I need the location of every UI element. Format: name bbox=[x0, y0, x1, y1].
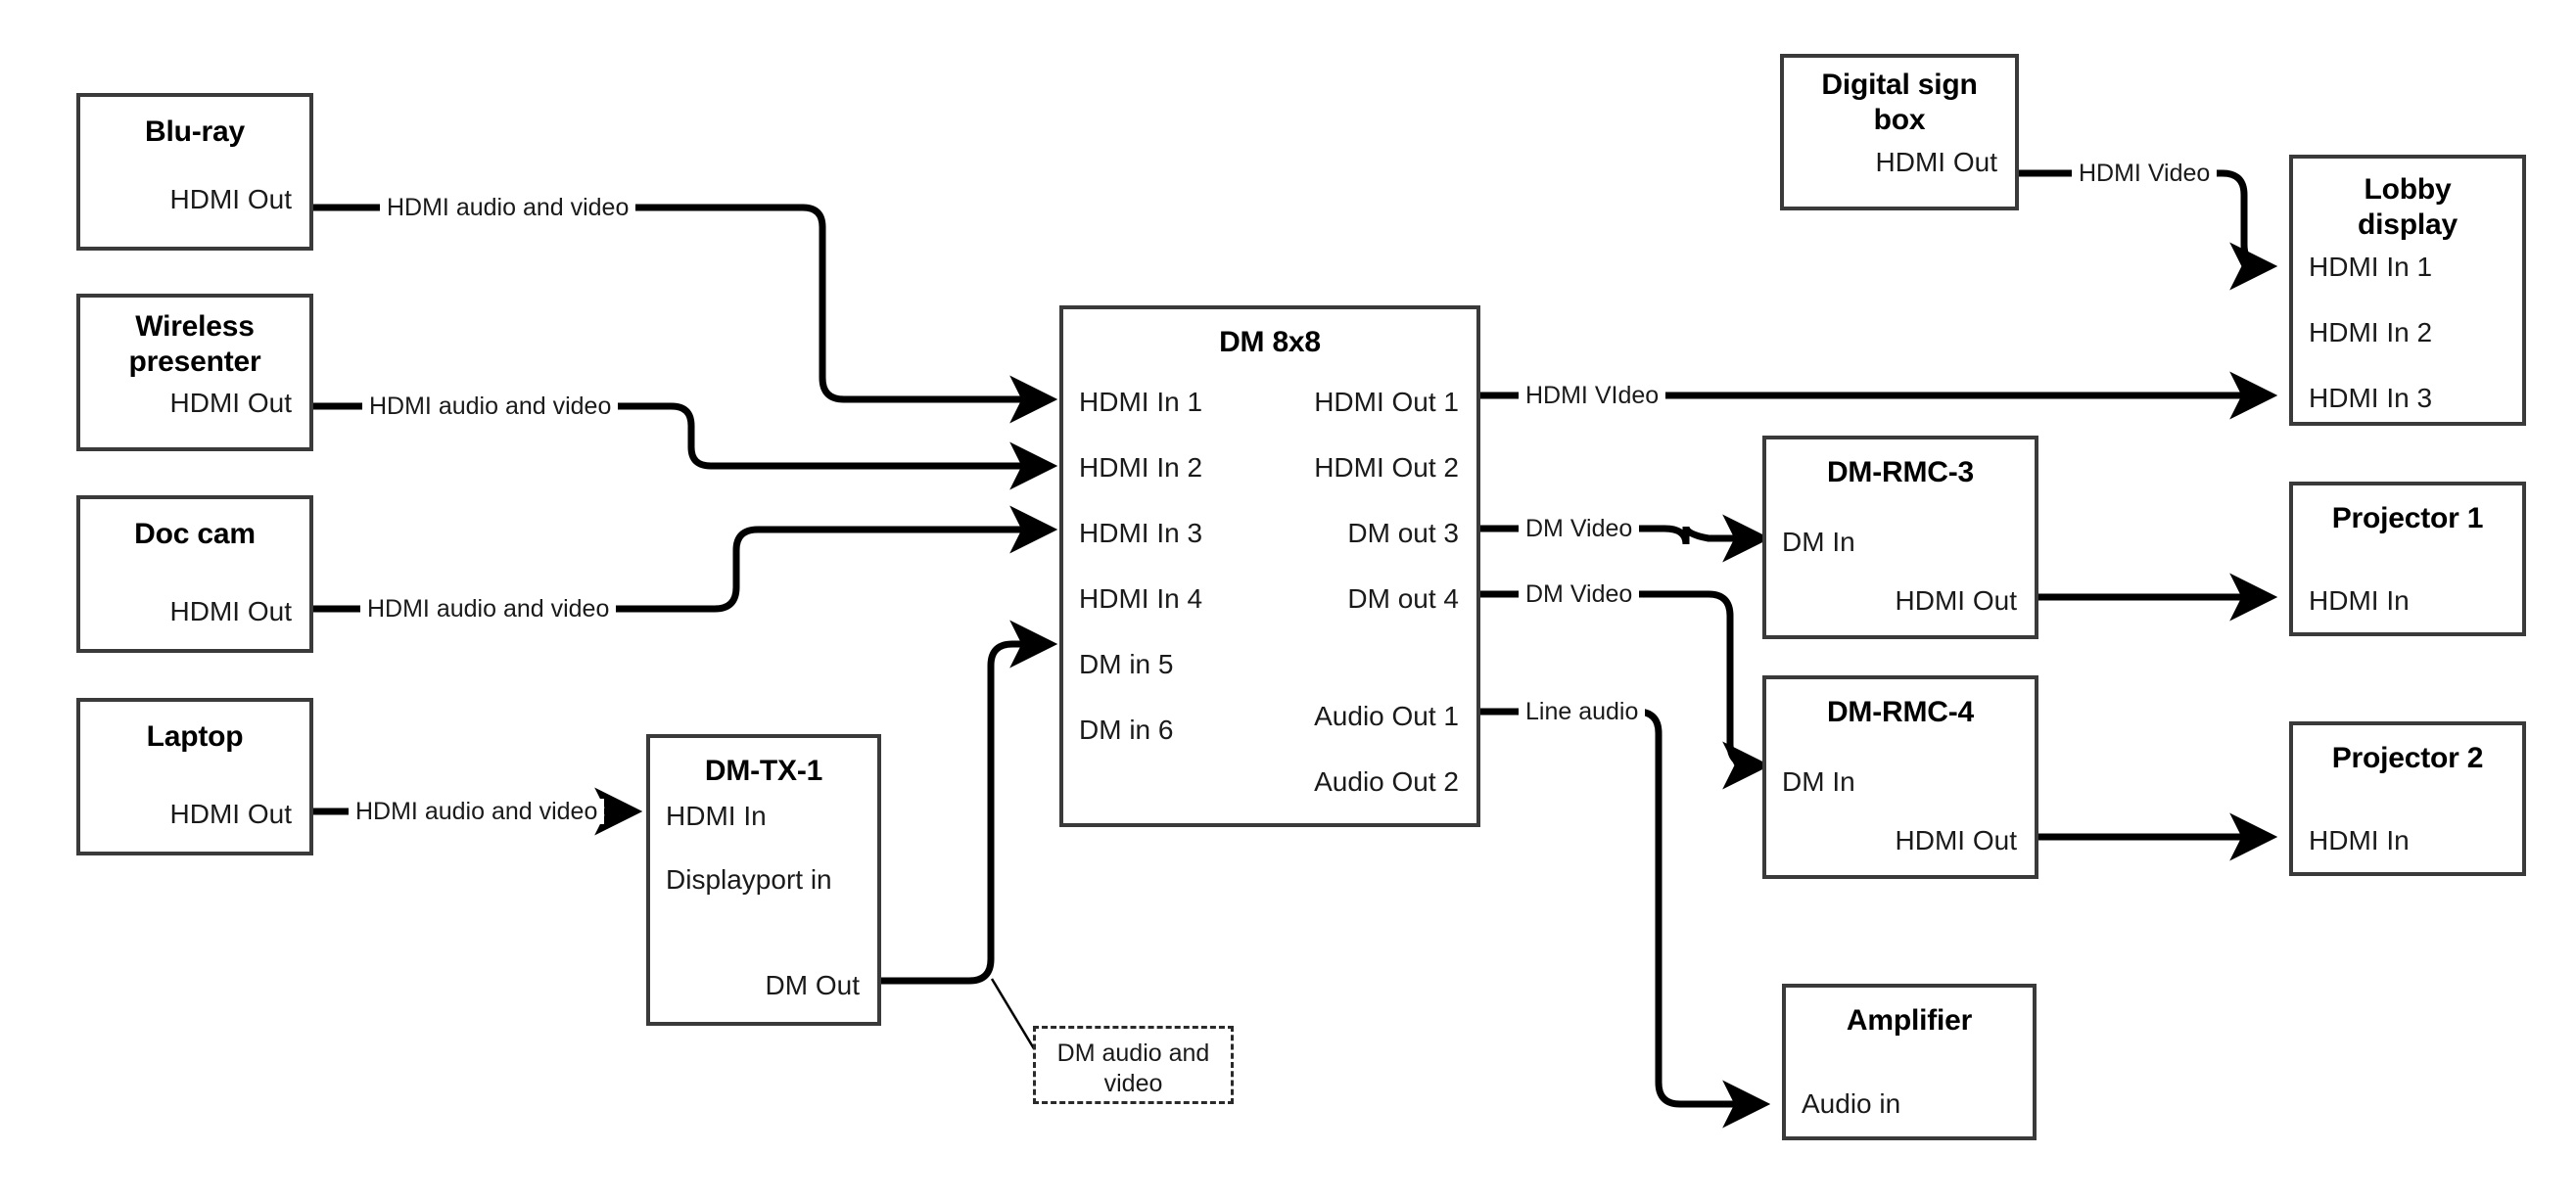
node-lobby-display[interactable]: Lobby display HDMI In 1 HDMI In 2 HDMI I… bbox=[2289, 155, 2526, 426]
node-wireless-presenter[interactable]: Wireless presenter HDMI Out bbox=[76, 294, 313, 451]
dm-tx-1-port-displayport-in: Displayport in bbox=[666, 864, 832, 895]
node-projector-2[interactable]: Projector 2 HDMI In bbox=[2289, 721, 2526, 876]
node-dm-tx-1[interactable]: DM-TX-1 HDMI In Displayport in DM Out bbox=[646, 734, 881, 1026]
wire-tx-to-dm-in5 bbox=[877, 620, 1058, 985]
note-line-1: DM audio and bbox=[1056, 1039, 1210, 1067]
node-dm-rmc-4[interactable]: DM-RMC-4 DM In HDMI Out bbox=[1762, 675, 2038, 879]
wireless-presenter-port-hdmi-out: HDMI Out bbox=[169, 388, 292, 418]
dm-rmc-3-port-hdmi-out: HDMI Out bbox=[1895, 585, 2017, 616]
dm-8x8-port-hdmi-out-2: HDMI Out 2 bbox=[1314, 452, 1459, 483]
lobby-display-port-hdmi-in-2: HDMI In 2 bbox=[2309, 317, 2433, 347]
dm-8x8-port-hdmi-in-1: HDMI In 1 bbox=[1079, 387, 1203, 417]
wire-label-line-audio: Line audio bbox=[1519, 699, 1646, 724]
lobby-display-port-hdmi-in-3: HDMI In 3 bbox=[2309, 383, 2433, 413]
projector-1-port-hdmi-in: HDMI In bbox=[2309, 585, 2410, 616]
lobby-display-title-line2: display bbox=[2358, 208, 2458, 241]
node-laptop[interactable]: Laptop HDMI Out bbox=[76, 698, 313, 855]
dm-tx-1-title: DM-TX-1 bbox=[704, 755, 823, 787]
doc-cam-port-hdmi-out: HDMI Out bbox=[169, 596, 292, 626]
dm-8x8-port-audio-out-1: Audio Out 1 bbox=[1314, 701, 1459, 731]
wire-dmout4-to-rmc4 bbox=[1476, 590, 1771, 790]
dm-rmc-4-port-dm-in: DM In bbox=[1782, 766, 1855, 797]
wire-label-laptop: HDMI audio and video bbox=[349, 799, 605, 824]
node-blu-ray[interactable]: Blu-ray HDMI Out bbox=[76, 93, 313, 251]
dm-rmc-4-title: DM-RMC-4 bbox=[1826, 696, 1975, 728]
wireless-presenter-title-line1: Wireless bbox=[135, 310, 255, 343]
dm-8x8-port-dm-out-3: DM out 3 bbox=[1347, 518, 1459, 548]
node-amplifier[interactable]: Amplifier Audio in bbox=[1782, 984, 2037, 1140]
dm-8x8-port-hdmi-out-1: HDMI Out 1 bbox=[1314, 387, 1459, 417]
lobby-display-title-line1: Lobby bbox=[2364, 173, 2452, 206]
blu-ray-title: Blu-ray bbox=[145, 115, 245, 148]
amplifier-port-audio-in: Audio in bbox=[1802, 1088, 1901, 1119]
wireless-presenter-title-line2: presenter bbox=[128, 346, 261, 378]
dm-8x8-port-hdmi-in-3: HDMI In 3 bbox=[1079, 518, 1203, 548]
dm-tx-1-port-dm-out: DM Out bbox=[765, 970, 860, 1000]
node-dm-rmc-3[interactable]: DM-RMC-3 DM In HDMI Out bbox=[1762, 436, 2038, 639]
wire-bluray-to-dm-in1 bbox=[309, 204, 1058, 424]
dm-8x8-title: DM 8x8 bbox=[1219, 326, 1321, 358]
node-digital-sign-box[interactable]: Digital sign box HDMI Out bbox=[1780, 54, 2019, 210]
wire-label-doccam: HDMI audio and video bbox=[360, 596, 617, 622]
wire-audioout1-to-amp bbox=[1476, 708, 1771, 1129]
dm-8x8-port-dm-out-4: DM out 4 bbox=[1347, 583, 1459, 614]
digital-sign-box-title-line1: Digital sign bbox=[1821, 69, 1978, 101]
note-line-2: video bbox=[1103, 1070, 1163, 1097]
wire-label-bluray: HDMI audio and video bbox=[380, 195, 636, 220]
wire-label-wireless: HDMI audio and video bbox=[362, 393, 619, 419]
laptop-port-hdmi-out: HDMI Out bbox=[169, 799, 292, 829]
blu-ray-port-hdmi-out: HDMI Out bbox=[169, 184, 292, 214]
wire-label-hdmi-video-out1: HDMI VIdeo bbox=[1519, 383, 1666, 408]
dm-8x8-port-hdmi-in-2: HDMI In 2 bbox=[1079, 452, 1203, 483]
digital-sign-box-port-hdmi-out: HDMI Out bbox=[1875, 147, 1997, 177]
projector-2-port-hdmi-in: HDMI In bbox=[2309, 825, 2410, 855]
dm-8x8-port-dm-in-5: DM in 5 bbox=[1079, 649, 1174, 679]
node-dm-8x8[interactable]: DM 8x8 HDMI In 1 HDMI In 2 HDMI In 3 HDM… bbox=[1059, 305, 1480, 827]
dm-8x8-port-audio-out-2: Audio Out 2 bbox=[1314, 766, 1459, 797]
dm-rmc-3-port-dm-in: DM In bbox=[1782, 527, 1855, 557]
dm-tx-1-port-hdmi-in: HDMI In bbox=[666, 801, 767, 831]
dm-rmc-4-port-hdmi-out: HDMI Out bbox=[1895, 825, 2017, 855]
digital-sign-box-title-line2: box bbox=[1873, 104, 1926, 136]
wire-label-dm-video-3: DM Video bbox=[1519, 516, 1640, 541]
amplifier-title: Amplifier bbox=[1846, 1004, 1973, 1037]
wire-label-hdmi-video-sign: HDMI Video bbox=[2072, 161, 2218, 186]
doc-cam-title: Doc cam bbox=[134, 518, 256, 550]
lobby-display-port-hdmi-in-1: HDMI In 1 bbox=[2309, 252, 2433, 282]
wire-sign-to-lobby-in1 bbox=[2015, 169, 2278, 291]
projector-2-title: Projector 2 bbox=[2331, 742, 2484, 774]
dm-8x8-port-dm-in-6: DM in 6 bbox=[1079, 715, 1174, 745]
laptop-title: Laptop bbox=[146, 720, 244, 753]
node-projector-1[interactable]: Projector 1 HDMI In bbox=[2289, 482, 2526, 636]
projector-1-title: Projector 1 bbox=[2331, 502, 2484, 534]
dm-rmc-3-title: DM-RMC-3 bbox=[1826, 456, 1975, 488]
wire-label-dm-video-4: DM Video bbox=[1519, 581, 1640, 607]
node-doc-cam[interactable]: Doc cam HDMI Out bbox=[76, 495, 313, 653]
dm-8x8-port-hdmi-in-4: HDMI In 4 bbox=[1079, 583, 1203, 614]
note-dm-audio-and-video: DM audio and video bbox=[1033, 1026, 1234, 1104]
